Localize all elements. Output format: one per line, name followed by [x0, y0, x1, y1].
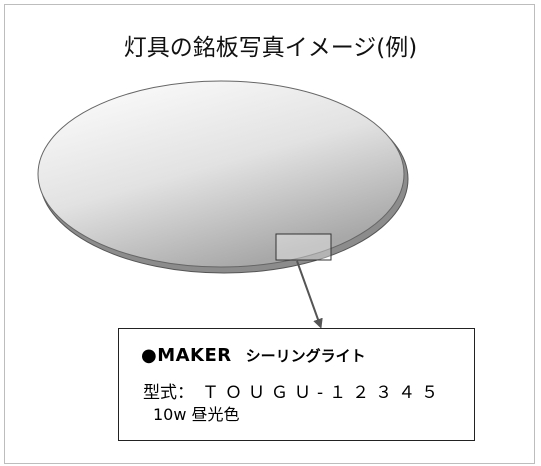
nameplate-spec: 10w 昼光色 [153, 405, 240, 424]
maker-name: ●MAKER [141, 345, 232, 366]
pointer-arrow [296, 260, 323, 329]
model-label: 型式： [143, 383, 194, 403]
figure-title: 灯具の銘板写真イメージ(例) [123, 35, 418, 61]
nameplate-location [275, 233, 332, 261]
nameplate-model-line: 型式： ＴＯＵＧＵ-１２３４５ [143, 378, 444, 403]
lamp-body [37, 80, 405, 268]
nameplate-maker-line: ●MAKER シーリングライト [141, 345, 366, 366]
nameplate-callout: ●MAKER シーリングライト 型式： ＴＯＵＧＵ-１２３４５ 10w 昼光色 [118, 328, 475, 441]
model-number: ＴＯＵＧＵ-１２３４５ [202, 383, 445, 403]
product-type: シーリングライト [245, 347, 366, 365]
